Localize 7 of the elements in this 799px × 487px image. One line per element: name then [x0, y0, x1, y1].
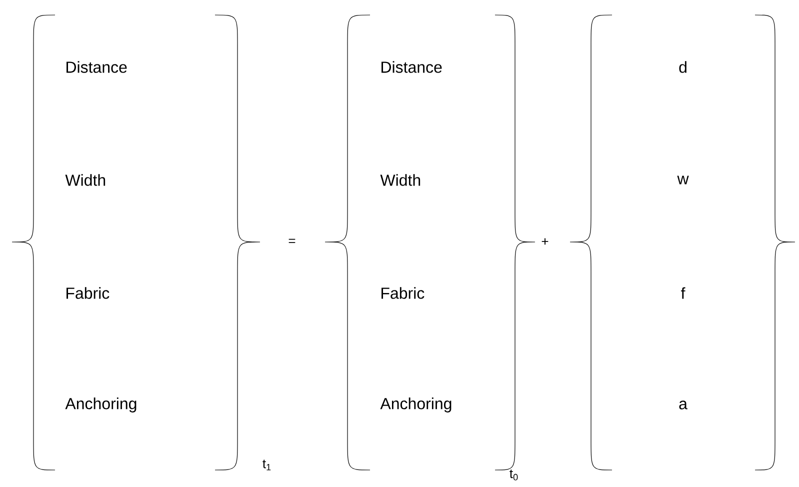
bracket-group: Distance Width Fabric Anchoring: [12, 14, 260, 470]
subscript-label: t$_{0}$: [510, 470, 518, 480]
operator-sign: +: [542, 238, 548, 245]
bracket-group: d w f a: [570, 14, 796, 470]
bracket-group: Distance Width Fabric Anchoring: [324, 14, 536, 470]
operator-sign: =: [288, 238, 296, 243]
subscript-label: t$_{1}$: [262, 460, 271, 470]
